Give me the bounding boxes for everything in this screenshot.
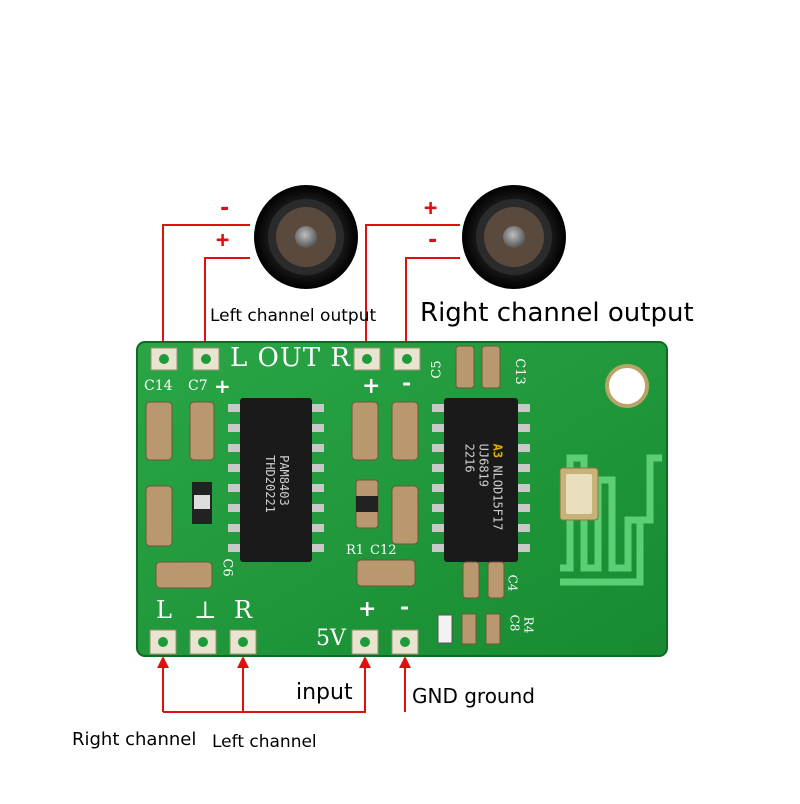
wire-left-minus xyxy=(162,224,250,348)
right-speaker-minus-sign: - xyxy=(426,228,440,253)
input-label: input xyxy=(296,680,353,705)
bluetooth-chip-marking: A3 NLOD15F17 UJ6819 2216 xyxy=(462,444,504,531)
chip-left-line2: THD20221 xyxy=(262,455,277,513)
left-speaker-minus-sign: - xyxy=(218,196,232,221)
right-channel-label: Right channel xyxy=(72,729,197,750)
right-channel-output-label: Right channel output xyxy=(420,298,694,328)
left-speaker-plus-sign: + xyxy=(216,228,230,253)
bottom-r-label: R xyxy=(234,596,253,624)
c8-label: C8 xyxy=(507,614,522,632)
pam8403-chip xyxy=(228,398,324,562)
wire-right-minus xyxy=(405,257,460,348)
5v-label: 5V xyxy=(316,626,346,651)
pam8403-marking: PAM8403 THD20221 xyxy=(263,455,291,513)
chip-left-line1: PAM8403 xyxy=(276,455,291,506)
gnd-ground-label: GND ground xyxy=(412,684,535,708)
left-speaker xyxy=(254,185,358,289)
left-channel-label: Left channel xyxy=(212,732,317,752)
bluetooth-chip xyxy=(432,398,530,562)
minus-right-label: - xyxy=(402,370,412,396)
c5-label: C5 xyxy=(429,360,445,379)
input-plus-label: + xyxy=(358,596,377,622)
input-minus-label: - xyxy=(400,594,410,620)
chip-right-line3: 2216 xyxy=(462,443,477,473)
top-pads xyxy=(150,347,421,371)
c14-label: C14 xyxy=(144,378,173,394)
c4-label: C4 xyxy=(505,574,520,592)
plus-left-label: + xyxy=(214,374,231,398)
crystal-oscillator xyxy=(559,467,599,521)
chip-right-line2: UJ6819 xyxy=(476,443,491,487)
right-speaker-plus-sign: + xyxy=(424,196,438,221)
c13-label: C13 xyxy=(511,358,527,385)
capacitors xyxy=(145,345,505,599)
left-channel-output-label: Left channel output xyxy=(210,306,377,326)
r4-label: R4 xyxy=(521,616,536,634)
chip-right-line1: NLOD15F17 xyxy=(490,465,505,531)
c7-label: C7 xyxy=(188,378,208,394)
chip-right-logo: A3 xyxy=(490,443,505,459)
wire-left-plus xyxy=(204,257,250,348)
c12-label: C12 xyxy=(370,543,397,558)
antenna-trace xyxy=(560,454,644,586)
out-header-label: L OUT R xyxy=(230,343,351,373)
bottom-gnd-label: ⊥ xyxy=(194,596,217,624)
right-speaker xyxy=(462,185,566,289)
bottom-pads xyxy=(149,629,419,655)
plus-right-label: + xyxy=(362,373,381,399)
r1-label: R1 xyxy=(346,543,365,558)
bottom-l-label: L xyxy=(156,596,172,624)
mounting-hole xyxy=(605,364,649,408)
c6-label: C6 xyxy=(219,558,235,577)
wire-right-plus xyxy=(365,224,460,348)
resistors xyxy=(192,482,501,645)
speaker-wires xyxy=(162,224,460,348)
